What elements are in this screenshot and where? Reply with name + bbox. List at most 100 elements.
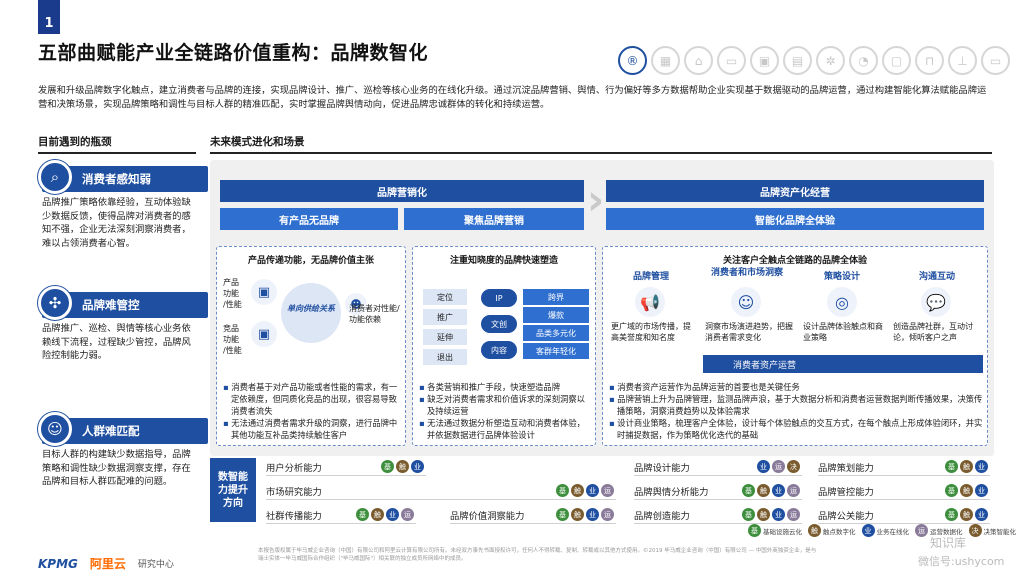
- panel-title: 产品传递功能，无品牌价值主张: [247, 256, 374, 266]
- factory-icon[interactable]: ⌂: [684, 46, 713, 75]
- asset-operation-bar: 消费者资产运营: [703, 355, 983, 373]
- dot-marker: 运: [787, 508, 800, 521]
- dot-marker: 触: [757, 508, 770, 521]
- bullet: 各类营销和推广手段，快速塑造品牌: [419, 381, 593, 393]
- megaphone-icon: 📢: [635, 287, 665, 317]
- capability-item: 品牌创造能力 基 触 业 运: [634, 506, 802, 524]
- scenario-desc: 更广域的市场传播，提高美誉度和知名度: [611, 322, 691, 342]
- brand-icon[interactable]: ®: [618, 46, 647, 75]
- legend-item: 业业务在线化: [861, 524, 909, 537]
- left-section-heading: 目前遇到的瓶颈: [38, 134, 196, 154]
- dot-marker: 业: [586, 484, 599, 497]
- oval-tag: IP: [481, 289, 517, 307]
- competitor-label: 竞品 功能 /性能: [223, 324, 242, 355]
- scenario-name: 策略设计: [823, 272, 860, 282]
- gift-icon[interactable]: ▣: [750, 46, 779, 75]
- dot-marker: 触: [757, 484, 770, 497]
- capability-item: 品牌舆情分析能力 基 触 业 运: [634, 482, 802, 500]
- research-center-label: 研究中心: [137, 560, 174, 570]
- box-icon: ▣: [251, 321, 277, 347]
- chart-icon[interactable]: ▦: [651, 46, 680, 75]
- page-number: 1: [38, 0, 60, 34]
- supply-relation-label: 单向供给关系: [287, 304, 335, 313]
- dot-marker: 基: [945, 508, 958, 521]
- capability-dots: 基 触 业: [945, 484, 988, 497]
- sub-banner-no-brand: 有产品无品牌: [220, 208, 398, 230]
- dot-marker: 基: [742, 508, 755, 521]
- capability-name: 品牌设计能力: [634, 462, 690, 474]
- capability-dots: 基 触 业 运: [556, 508, 614, 521]
- dot-marker: 触: [571, 484, 584, 497]
- gear-icon[interactable]: ✲: [816, 46, 845, 75]
- capability-name: 社群传播能力: [266, 510, 322, 522]
- retail-icon[interactable]: ⊓: [915, 46, 944, 75]
- legend-label: 决策智能化: [983, 527, 1017, 536]
- chevron-right-icon: ›: [587, 175, 605, 224]
- capability-dots: 业 运 决: [757, 460, 800, 473]
- pain-point-control: 品牌难管控 ✣ 品牌推广、巡检、舆情等核心业务依赖线下流程，过程缺少管控，品牌风…: [38, 286, 208, 363]
- step-box: 延伸: [423, 329, 467, 345]
- capability-dots: 基 触 业: [945, 460, 988, 473]
- capability-name: 品牌策划能力: [818, 462, 874, 474]
- scenario-name: 品牌管理: [632, 272, 669, 282]
- footer-logos: KPMG 阿里云 研究中心: [38, 555, 174, 572]
- monitor-icon[interactable]: ▭: [981, 46, 1010, 75]
- step-box: 退出: [423, 349, 467, 365]
- scenario-desc: 设计品牌体验触点和商业策略: [803, 322, 883, 342]
- banner-brand-asset: 品牌资产化经营: [606, 180, 984, 202]
- dot-marker: 运: [601, 484, 614, 497]
- dot-marker: 业: [975, 484, 988, 497]
- dot-marker: 触: [960, 484, 973, 497]
- capability-dots: 基 触 业: [381, 460, 424, 473]
- puzzle-icon: ✣: [38, 286, 72, 320]
- panel1-bullets: 消费者基于对产品功能或者性能的需求，有一定依赖度，但同质化竞品的出现，很容易导致…: [223, 381, 403, 441]
- user-icon[interactable]: ◔: [849, 46, 878, 75]
- dot-marker: 业: [757, 460, 770, 473]
- capability-name: 品牌价值洞察能力: [450, 510, 525, 522]
- capability-name: 品牌创造能力: [634, 510, 690, 522]
- dot-marker: 触: [571, 508, 584, 521]
- box-icon: ▣: [251, 279, 277, 305]
- dot-marker: 触: [371, 508, 384, 521]
- capability-dots: 基 触 业: [945, 508, 988, 521]
- phone-icon[interactable]: ▢: [882, 46, 911, 75]
- panel-title: 关注客户全触点全链路的品牌全体验: [722, 256, 867, 266]
- dot-marker: 基: [945, 460, 958, 473]
- dot-marker: 基: [556, 508, 569, 521]
- search-icon: ⌕: [38, 160, 72, 194]
- legend-item: 决决策智能化: [968, 524, 1017, 537]
- capability-dots: 基 触 业 运: [742, 484, 800, 497]
- strategy-pill: 品类多元化: [523, 325, 589, 341]
- page-title: 五部曲赋能产业全链路价值重构：品牌数智化: [38, 42, 429, 64]
- intro-paragraph: 发展和升级品牌数字化触点，建立消费者与品牌的连接，实现品牌设计、推广、巡检等核心…: [38, 85, 987, 110]
- dot-marker: 运: [787, 484, 800, 497]
- target-icon: ◎: [827, 287, 857, 317]
- copyright-footnote: 本报告版权属于毕马威企业咨询（中国）有限公司和阿里云计算有限公司所有。未经双方事…: [258, 548, 817, 562]
- oval-tag: 文创: [481, 315, 517, 333]
- dot-marker: 运: [601, 508, 614, 521]
- kpmg-logo: KPMG: [38, 556, 78, 571]
- aliyun-logo: 阿里云: [89, 557, 126, 571]
- panel-title: 注重知晓度的品牌快速塑造: [449, 256, 558, 266]
- supply-circle: [281, 283, 341, 343]
- step-box: 定位: [423, 289, 467, 305]
- dot-marker: 业: [975, 460, 988, 473]
- stats-icon[interactable]: ▤: [783, 46, 812, 75]
- capability-item: 品牌设计能力 业 运 决: [634, 458, 802, 476]
- panel2-bullets: 各类营销和推广手段，快速塑造品牌 缺乏对消费者需求和价值诉求的深刻洞察以及持续运…: [419, 381, 593, 441]
- pain-text: 目标人群的构建缺少数据指导，品牌策略和调性缺少数据洞察支撑，存在品牌和目标人群匹…: [42, 449, 191, 487]
- pain-text: 品牌推广策略依靠经验，互动体验缺少数据反馈，使得品牌对消费者的感知不强，企业无法…: [42, 197, 191, 249]
- dot-marker: 决: [787, 460, 800, 473]
- sub-banner-marketing-focus: 聚焦品牌营销: [404, 208, 584, 230]
- truck-icon[interactable]: ▭: [717, 46, 746, 75]
- dot-marker: 业: [772, 484, 785, 497]
- watermark: 知识库: [930, 536, 967, 550]
- people-icon: ☺: [731, 287, 761, 317]
- network-icon[interactable]: ⊥: [948, 46, 977, 75]
- dot-legend: 基基础设施云化 触触点数字化 业业务在线化 运运营数据化 决决策智能化: [748, 524, 1016, 537]
- dot-marker: 业: [772, 508, 785, 521]
- asset-bar-label: 消费者资产运营: [733, 360, 797, 371]
- scenario-desc: 洞察市场演进趋势，把握消费者需求变化: [705, 322, 793, 342]
- product-label: 产品 功能 /性能: [223, 278, 242, 309]
- dot-marker: 基: [742, 484, 755, 497]
